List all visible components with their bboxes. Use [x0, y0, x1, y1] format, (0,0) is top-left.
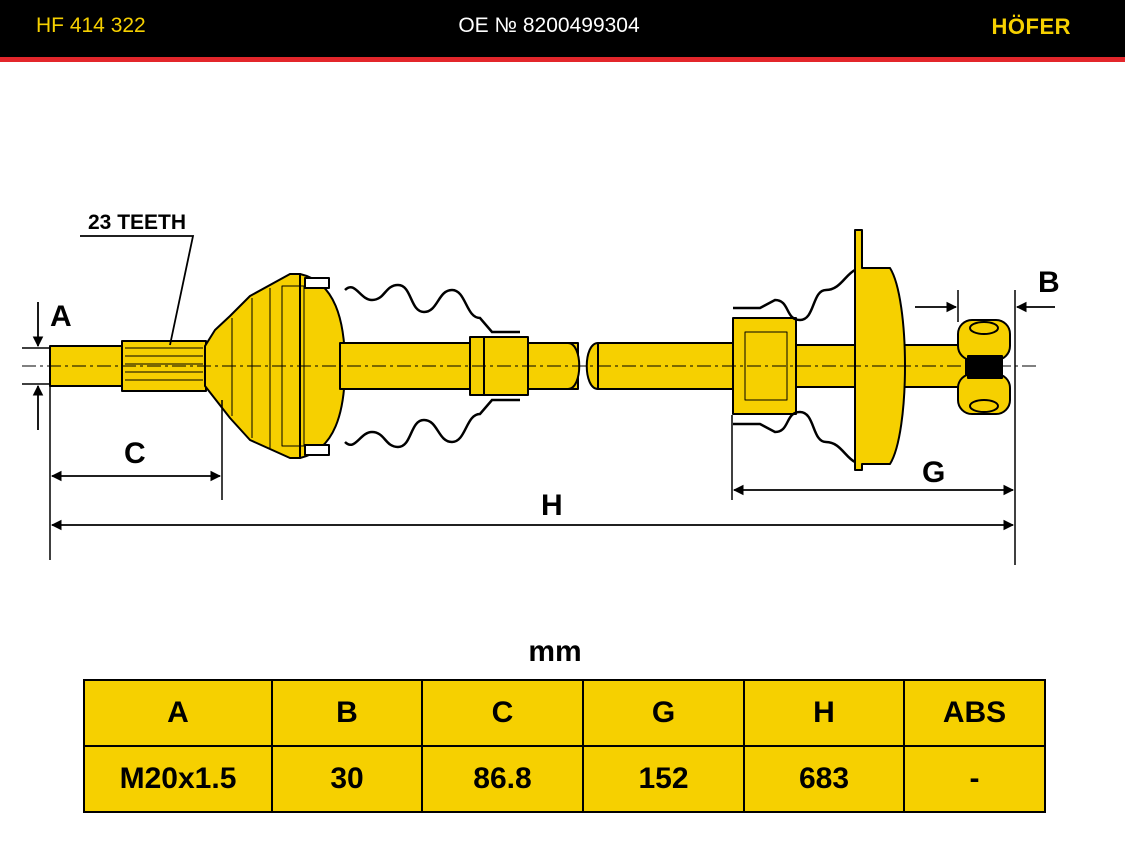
value-abs: - — [903, 745, 1046, 813]
thread-end — [49, 345, 126, 387]
value-c: 86.8 — [421, 745, 584, 813]
tripod-end — [957, 319, 1011, 415]
header-abs: ABS — [903, 679, 1046, 747]
inner-boot — [733, 268, 856, 464]
header-bar: HF 414 322 OE № 8200499304 HÖFER — [0, 0, 1125, 57]
header-h: H — [743, 679, 905, 747]
oe-number: OE № 8200499304 — [458, 14, 640, 37]
teeth-label: 23 TEETH — [88, 211, 186, 234]
value-g: 152 — [582, 745, 745, 813]
clamp-band — [304, 277, 330, 289]
header-g: G — [582, 679, 745, 747]
dim-label-h: H — [541, 489, 563, 522]
table-header-row: A B C G H ABS — [83, 679, 1046, 747]
value-a: M20x1.5 — [83, 745, 273, 813]
value-h: 683 — [743, 745, 905, 813]
value-b: 30 — [271, 745, 423, 813]
flange — [854, 229, 906, 471]
outer-boot — [344, 283, 520, 449]
dimensions-table: A B C G H ABS M20x1.5 30 86.8 152 683 - — [83, 679, 1046, 813]
part-number: HF 414 322 — [36, 14, 146, 37]
header-a: A — [83, 679, 273, 747]
dim-label-g: G — [922, 456, 945, 489]
header-stripe — [0, 57, 1125, 62]
brand-logo: HÖFER — [991, 14, 1071, 39]
units-label: mm — [528, 635, 582, 668]
dim-label-b: B — [1038, 266, 1060, 299]
teeth-leader — [80, 235, 195, 346]
dim-label-a: A — [50, 300, 72, 333]
dim-label-c: C — [124, 437, 146, 470]
table-value-row: M20x1.5 30 86.8 152 683 - — [83, 745, 1046, 813]
header-b: B — [271, 679, 423, 747]
header-c: C — [421, 679, 584, 747]
